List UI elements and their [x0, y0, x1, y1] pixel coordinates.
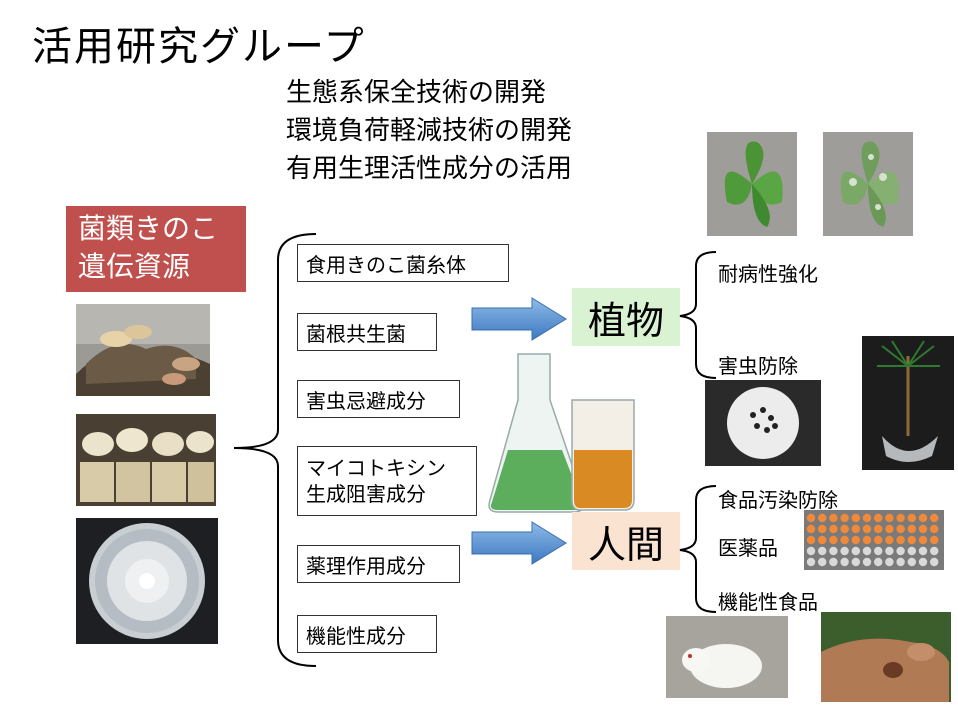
item-box: 害虫忌避成分: [297, 380, 460, 418]
item-label: 食用きのこ菌糸体: [306, 249, 466, 278]
resource-line: 遺伝資源: [78, 248, 246, 286]
target-label: 植物: [588, 290, 664, 345]
pine-seedling-photo: [862, 336, 954, 470]
item-box: 菌根共生菌: [297, 313, 437, 351]
human-bracket: [678, 484, 718, 614]
medicine-plate-photo: [804, 510, 944, 570]
foot-photo: [821, 612, 951, 702]
mouse-photo: [666, 616, 788, 698]
item-box: 食用きのこ菌糸体: [297, 244, 509, 282]
item-box: 薬理作用成分: [297, 545, 460, 583]
item-label: マイコトキシン: [306, 455, 446, 481]
item-box: マイコトキシン 生成阻害成分: [297, 446, 477, 516]
target-plant: 植物: [572, 288, 680, 346]
outcome-label: 医薬品: [718, 532, 778, 561]
target-label: 人間: [588, 514, 664, 569]
item-label: 薬理作用成分: [306, 550, 426, 579]
resource-line: 菌類きのこ: [78, 210, 246, 248]
objectives-list: 生態系保全技術の開発 環境負荷軽減技術の開発 有用生理活性成分の活用: [286, 74, 572, 188]
diseased-leaf-photo: [823, 132, 913, 236]
arrow-right-icon: [470, 520, 568, 566]
arrow-right-icon: [470, 296, 568, 342]
outcome-label: 食品汚染防除: [718, 484, 838, 513]
outcome-label: 機能性食品: [718, 586, 818, 615]
objective-item: 生態系保全技術の開発: [286, 74, 572, 112]
mushroom-cluster-photo: [76, 304, 210, 396]
page-title: 活用研究グループ: [32, 14, 366, 72]
objective-item: 環境負荷軽減技術の開発: [286, 112, 572, 150]
objective-item: 有用生理活性成分の活用: [286, 150, 572, 188]
lab-flasks-illustration: [488, 350, 648, 518]
insect-dish-photo: [705, 380, 821, 466]
healthy-leaf-photo: [707, 132, 797, 236]
outcome-label: 耐病性強化: [718, 258, 818, 287]
item-label: 菌根共生菌: [306, 318, 406, 347]
outcome-label: 害虫防除: [718, 350, 798, 379]
target-human: 人間: [572, 512, 680, 570]
resource-box: 菌類きのこ 遺伝資源: [66, 206, 246, 292]
plant-bracket: [678, 250, 718, 380]
mushroom-cultivation-photo: [76, 414, 216, 506]
item-label: 害虫忌避成分: [306, 385, 426, 414]
item-label: 機能性成分: [306, 620, 406, 649]
item-box: 機能性成分: [297, 615, 437, 653]
petri-dish-photo: [76, 518, 218, 644]
item-label: 生成阻害成分: [306, 481, 426, 507]
